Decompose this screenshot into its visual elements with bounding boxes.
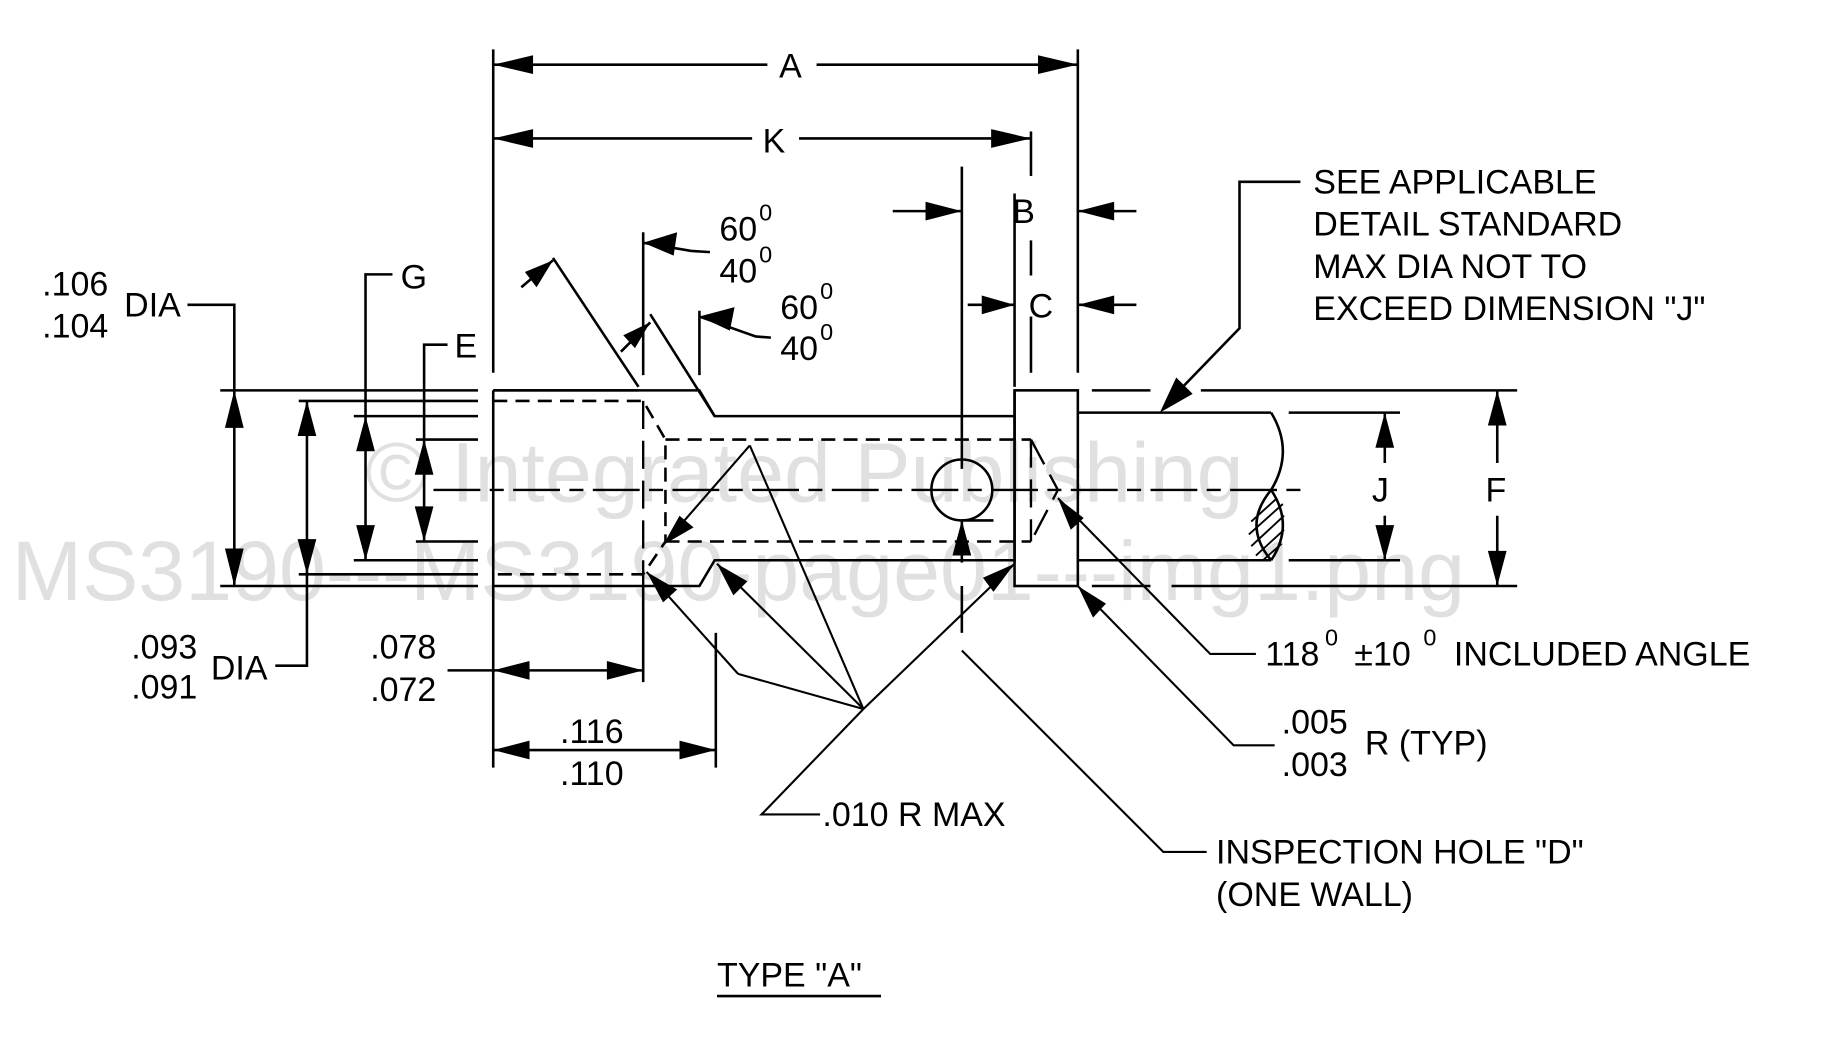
included-angle-value: 118	[1265, 636, 1319, 674]
outer-dia-upper: .106	[42, 265, 108, 303]
leader-radius-max: .010 R MAX	[645, 444, 1016, 834]
len-short-lower: .072	[370, 671, 436, 709]
detail-standard-line2: DETAIL STANDARD	[1313, 206, 1622, 244]
angle2-upper-deg: 0	[820, 278, 833, 304]
detail-standard-line4: EXCEED DIMENSION "J"	[1313, 290, 1705, 328]
radius-typ-label: R (TYP)	[1365, 725, 1488, 763]
dim-f-label: F	[1486, 472, 1507, 510]
angle1-upper-deg: 0	[759, 199, 772, 225]
dim-len-long: .116 .110	[493, 713, 716, 793]
dimension-c: C	[967, 288, 1137, 326]
included-angle-label: INCLUDED ANGLE	[1454, 636, 1750, 674]
pin-body	[433, 389, 1307, 588]
dimension-b: B	[892, 193, 1137, 231]
angle-callout-1: 60 0 40 0	[520, 199, 772, 291]
included-angle-deg: 0	[1325, 625, 1338, 651]
dim-len-short: .078 .072	[370, 629, 644, 709]
dim-e: E	[414, 328, 478, 542]
outer-dia-lower: .104	[42, 308, 108, 346]
angle2-lower: 40	[780, 330, 818, 368]
radius-typ-lower: .003	[1282, 746, 1348, 784]
dim-k-label: K	[763, 123, 786, 161]
inner-dia-suffix: DIA	[211, 650, 268, 688]
extension-lines	[491, 49, 1080, 469]
angle1-lower: 40	[719, 253, 757, 291]
leader-included-angle: 118 0 ±10 0 INCLUDED ANGLE	[1057, 497, 1750, 674]
inner-dia-upper: .093	[131, 629, 197, 667]
included-angle-tol: ±10	[1354, 636, 1410, 674]
inspection-hole-line1: INSPECTION HOLE "D"	[1216, 834, 1584, 872]
radius-max-text: .010 R MAX	[822, 796, 1005, 834]
included-angle-tol-deg: 0	[1423, 625, 1436, 651]
leader-inspection-hole: INSPECTION HOLE "D" (ONE WALL)	[952, 520, 1584, 914]
inspection-hole-line2: (ONE WALL)	[1216, 876, 1413, 914]
dim-b-label: B	[1012, 193, 1035, 231]
watermark-line1: © Integrated Publishing	[366, 426, 1244, 520]
bottom-extension-lines	[491, 586, 718, 768]
dim-g: G	[356, 258, 427, 561]
type-title: TYPE "A"	[717, 957, 862, 995]
outer-dia-suffix: DIA	[124, 287, 181, 325]
watermark-line2: MS3190---MS3190-page01---img1.png	[12, 524, 1465, 618]
dimension-k: K	[493, 123, 1031, 161]
dim-j-label: J	[1372, 472, 1389, 510]
leader-detail-standard: SEE APPLICABLE DETAIL STANDARD MAX DIA N…	[1159, 164, 1705, 413]
detail-standard-line1: SEE APPLICABLE	[1313, 164, 1596, 202]
angle1-lower-deg: 0	[759, 242, 772, 268]
len-long-upper: .116	[560, 713, 624, 751]
inner-dia-lower: .091	[131, 668, 197, 706]
dim-j: J	[1288, 411, 1401, 562]
dim-a-label: A	[779, 48, 802, 86]
left-extension-lines	[220, 389, 478, 588]
radius-typ-upper: .005	[1282, 704, 1348, 742]
angle2-upper: 60	[780, 289, 818, 327]
dimension-a: A	[493, 48, 1078, 86]
dim-g-label: G	[401, 258, 427, 296]
detail-standard-line3: MAX DIA NOT TO	[1313, 248, 1587, 286]
angle-callout-2: 60 0 40 0	[620, 278, 833, 368]
angle2-lower-deg: 0	[820, 319, 833, 345]
leader-radius-typ: .005 .003 R (TYP)	[1077, 585, 1488, 784]
dim-e-label: E	[455, 328, 478, 366]
len-short-upper: .078	[370, 629, 436, 667]
hatch-section	[1248, 497, 1285, 561]
dim-inner-dia: .093 .091 DIA	[131, 400, 317, 706]
len-long-lower: .110	[560, 755, 624, 793]
dim-outer-dia: .106 .104 DIA	[42, 265, 244, 587]
dim-f: F	[1091, 389, 1518, 588]
dim-c-label: C	[1029, 288, 1054, 326]
drawing-title: TYPE "A"	[716, 957, 882, 998]
angle1-upper: 60	[719, 210, 757, 248]
